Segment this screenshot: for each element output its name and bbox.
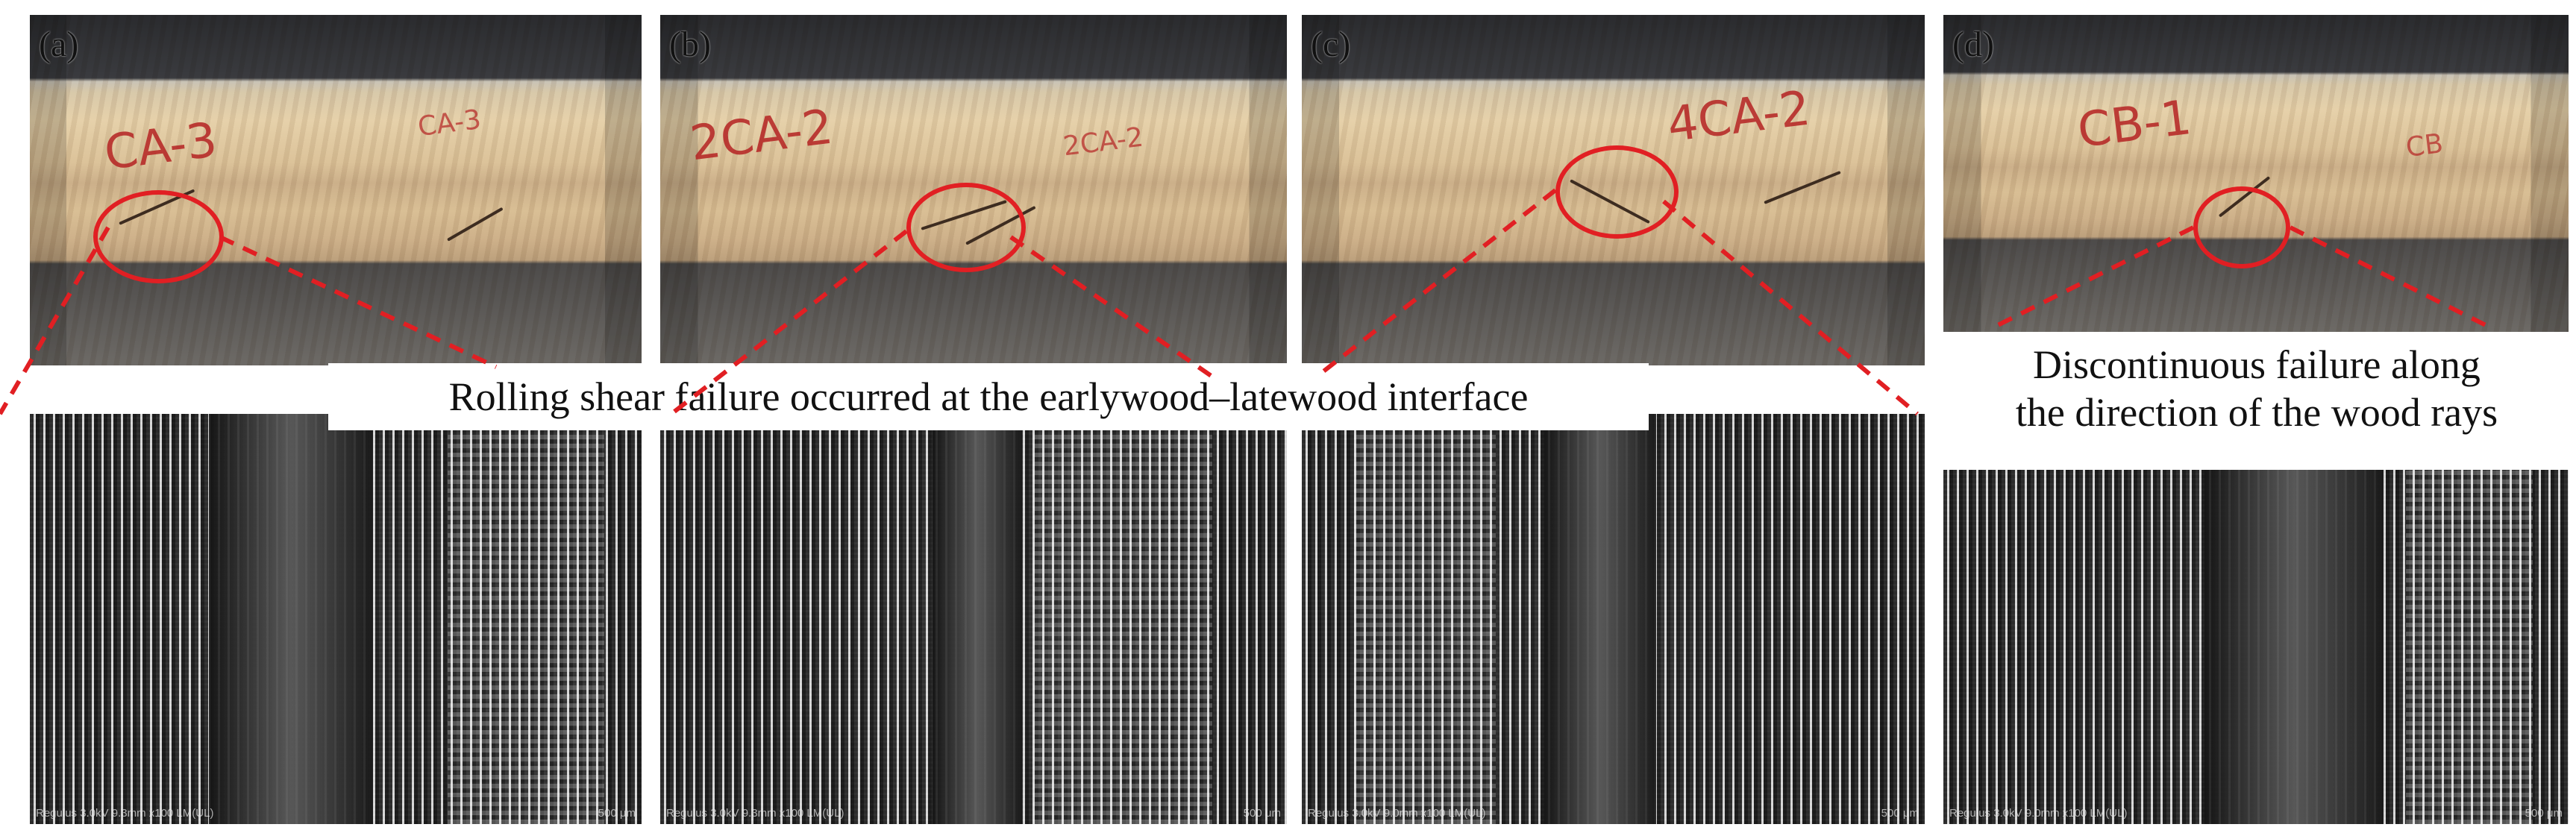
photo-panel-d: (d) CB-1 CB	[1943, 15, 2569, 332]
specimen-mark-d: CB-1	[2075, 89, 2195, 160]
panel-label-d: (d)	[1952, 25, 1994, 64]
specimen-mark-c: 4CA-2	[1664, 81, 1814, 154]
specimen-mark-a-small: CA-3	[416, 104, 483, 143]
photo-panel-a: (a) CA-3 CA-3	[30, 15, 642, 365]
sem-meta-d: Regulus 3.0kV 9.0mm x100 LM(UL) 500 μm	[1949, 807, 2563, 820]
right-callout: Discontinuous failure along the directio…	[1947, 342, 2566, 457]
sem-meta-left-a: Regulus 3.0kV 9.3mm x100 LM(UL)	[36, 807, 214, 820]
panel-label-b: (b)	[669, 25, 711, 64]
right-callout-line-2: the direction of the wood rays	[2015, 389, 2498, 435]
sem-meta-right-a: 500 μm	[598, 807, 636, 820]
specimen-mark-a: CA-3	[101, 113, 220, 181]
specimen-mark-b: 2CA-2	[687, 99, 836, 172]
sem-meta-a: Regulus 3.0kV 9.3mm x100 LM(UL) 500 μm	[36, 807, 636, 820]
sem-meta-left-c: Regulus 3.0kV 9.0mm x100 LM(UL)	[1308, 807, 1486, 820]
sem-failure-band-c	[1544, 414, 1656, 824]
main-callout: Rolling shear failure occurred at the ea…	[328, 363, 1649, 430]
sem-micrograph-b: Regulus 3.0kV 9.3mm x100 LM(UL) 500 μm	[660, 414, 1287, 824]
failure-circle-a	[93, 190, 224, 283]
crack-line-a2	[447, 207, 504, 242]
panel-label-c: (c)	[1311, 25, 1351, 64]
sem-light-band-b	[1033, 414, 1212, 824]
sem-light-band-a	[448, 414, 604, 824]
specimen-mark-b-small: 2CA-2	[1061, 122, 1145, 163]
photo-panel-b: (b) 2CA-2 2CA-2	[660, 15, 1287, 365]
failure-circle-c	[1555, 145, 1679, 239]
photo-panel-c: (c) 4CA-2	[1302, 15, 1925, 365]
sem-failure-band-b	[933, 414, 1022, 824]
sem-failure-band-d	[2204, 470, 2384, 824]
sem-meta-right-d: 500 μm	[2525, 807, 2563, 820]
right-callout-line-1: Discontinuous failure along	[2033, 342, 2481, 387]
specimen-mark-d-small: CB	[2404, 128, 2445, 163]
sem-failure-band-a	[209, 414, 373, 824]
sem-meta-left-d: Regulus 3.0kV 9.0mm x100 LM(UL)	[1949, 807, 2128, 820]
crack-line-c2	[1764, 170, 1841, 204]
panel-label-a: (a)	[39, 25, 79, 64]
sem-light-band-c	[1354, 414, 1496, 824]
failure-circle-d	[2193, 186, 2290, 268]
failure-circle-b	[906, 183, 1026, 272]
sem-meta-left-b: Regulus 3.0kV 9.3mm x100 LM(UL)	[666, 807, 844, 820]
sem-micrograph-c: Regulus 3.0kV 9.0mm x100 LM(UL) 500 μm	[1302, 414, 1925, 824]
sem-micrograph-d: Regulus 3.0kV 9.0mm x100 LM(UL) 500 μm	[1943, 470, 2569, 824]
sem-meta-right-b: 500 μm	[1243, 807, 1281, 820]
sem-light-band-d	[2406, 470, 2533, 824]
sem-meta-b: Regulus 3.0kV 9.3mm x100 LM(UL) 500 μm	[666, 807, 1281, 820]
sem-meta-right-c: 500 μm	[1881, 807, 1919, 820]
sem-meta-c: Regulus 3.0kV 9.0mm x100 LM(UL) 500 μm	[1308, 807, 1919, 820]
sem-micrograph-a: Regulus 3.0kV 9.3mm x100 LM(UL) 500 μm	[30, 414, 642, 824]
main-callout-text: Rolling shear failure occurred at the ea…	[448, 374, 1529, 419]
